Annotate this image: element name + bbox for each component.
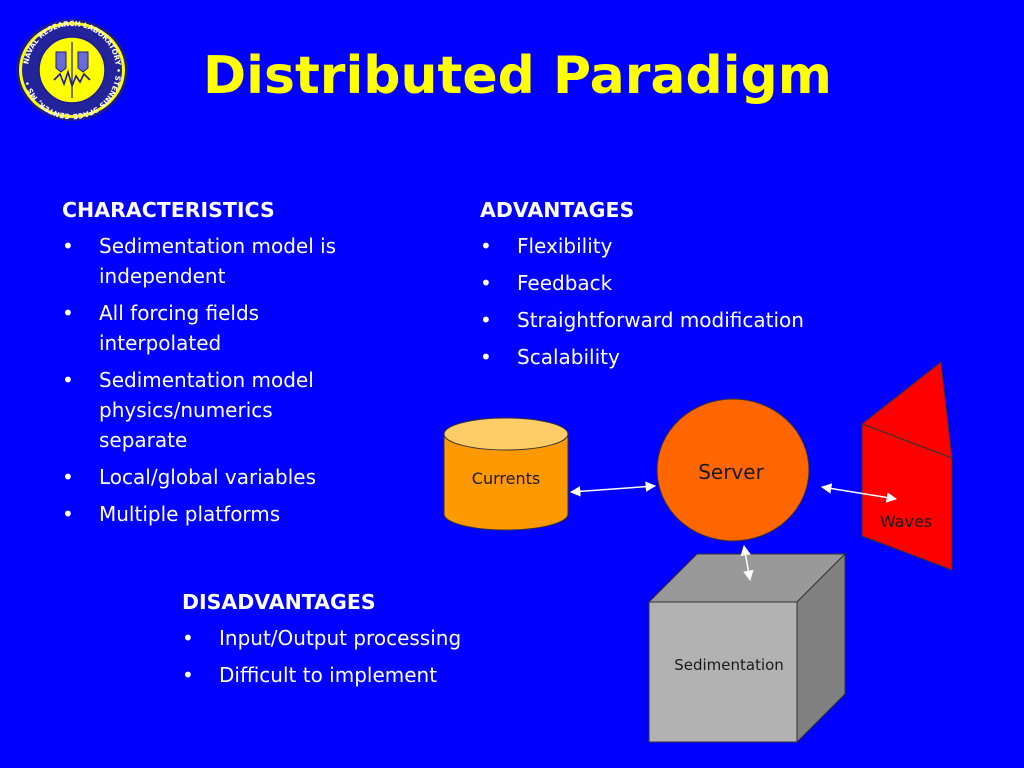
list-item-text: independent [99, 263, 226, 288]
characteristics-list: • Sedimentation model is independent • All f… [62, 231, 392, 529]
bullet-glyph: • [182, 662, 194, 687]
slide-title: Distributed Paradigm [203, 46, 832, 106]
waves-label: Waves [880, 512, 932, 531]
list-item: • Scalability [480, 342, 900, 372]
disadvantages-heading: DISADVANTAGES [182, 590, 376, 614]
list-item-text: Input/Output processing [219, 625, 462, 650]
characteristics-section: CHARACTERISTICS • Sedimentation model is i… [62, 198, 392, 536]
list-item: • Sedimentation model physics/numerics sepa… [62, 365, 392, 455]
list-item-text: Scalability [517, 344, 620, 369]
bullet-glyph: • [480, 307, 492, 332]
bullet-glyph: • [62, 233, 74, 258]
list-item: • Straightforward modification [480, 305, 900, 335]
waves-node: Waves [860, 361, 953, 571]
sedimentation-cube: Sedimentation [647, 552, 847, 744]
disadvantages-list: • Input/Output processing • Difficult to im… [182, 623, 582, 690]
advantages-list: • Flexibility • Feedback • Straightforward mo… [480, 231, 900, 372]
bullet-glyph: • [62, 367, 74, 392]
list-item-text: Flexibility [517, 233, 613, 258]
server-sedimentation-arrow [740, 544, 754, 582]
server-label: Server [698, 460, 764, 484]
list-item: • Flexibility [480, 231, 900, 261]
list-item-text: All forcing fields [99, 300, 260, 325]
advantages-heading: ADVANTAGES [480, 198, 635, 222]
bullet-glyph: • [62, 464, 74, 489]
sedimentation-label: Sedimentation [674, 656, 784, 674]
advantages-section: ADVANTAGES • Flexibility • Feedback • Straigh… [480, 198, 900, 379]
list-item: • Input/Output processing [182, 623, 582, 653]
bullet-glyph: • [480, 270, 492, 295]
currents-label: Currents [472, 469, 540, 488]
server-node: Server [656, 398, 810, 542]
currents-server-arrow [569, 481, 657, 497]
list-item: • Difficult to implement [182, 660, 582, 690]
list-item: • Multiple platforms [62, 499, 392, 529]
bullet-glyph: • [62, 300, 74, 325]
list-item-text: Sedimentation model is [99, 233, 337, 258]
disadvantages-section: DISADVANTAGES • Input/Output processing • D… [182, 590, 582, 697]
list-item-text: interpolated [99, 330, 222, 355]
bullet-glyph: • [182, 625, 194, 650]
server-waves-arrow [820, 483, 898, 503]
list-item-text: physics/numerics [99, 397, 273, 422]
list-item: • Feedback [480, 268, 900, 298]
bullet-glyph: • [480, 233, 492, 258]
list-item-text: Feedback [517, 270, 613, 295]
list-item-text: separate [99, 427, 188, 452]
list-item-text: Straightforward modification [517, 307, 804, 332]
bullet-glyph: • [62, 501, 74, 526]
currents-cylinder: Currents [443, 417, 569, 531]
logo-shield-right [77, 51, 89, 73]
list-item: • Sedimentation model is independent [62, 231, 392, 291]
list-item-text: Difficult to implement [219, 662, 438, 687]
characteristics-heading: CHARACTERISTICS [62, 198, 275, 222]
logo-shield-left [55, 51, 67, 73]
list-item: • All forcing fields interpolated [62, 298, 392, 358]
bullet-glyph: • [480, 344, 492, 369]
list-item-text: Local/global variables [99, 464, 317, 489]
list-item-text: Multiple platforms [99, 501, 281, 526]
list-item: • Local/global variables [62, 462, 392, 492]
nrl-logo: NAVAL RESEARCH LABORATORY • STENNIS SPAC… [16, 19, 128, 121]
list-item-text: Sedimentation model [99, 367, 314, 392]
